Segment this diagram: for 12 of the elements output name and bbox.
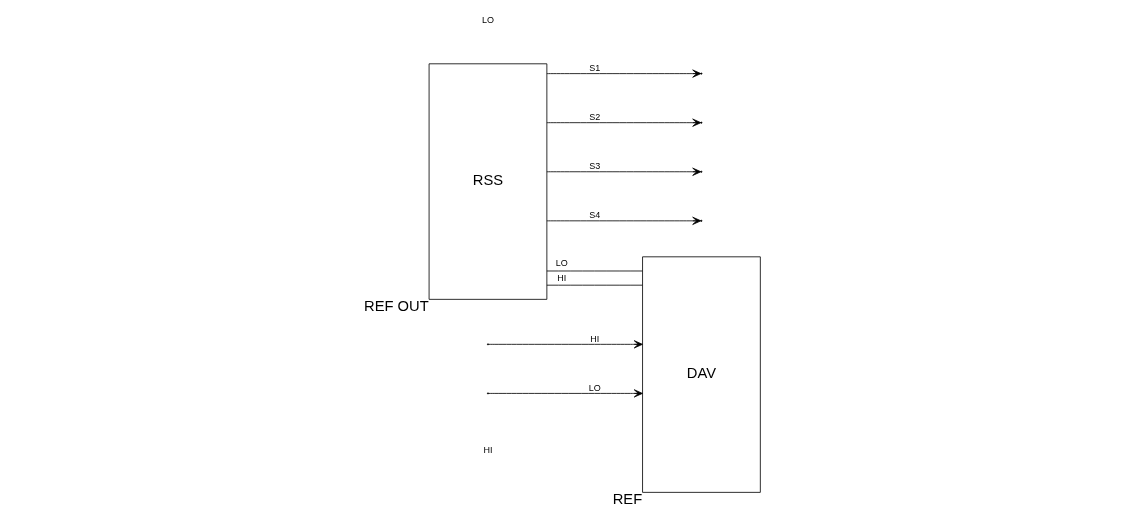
edge-label: S4 <box>588 209 600 220</box>
edge-label: S2 <box>588 111 600 122</box>
label: LO <box>481 14 494 25</box>
edge-label: LO <box>588 382 601 393</box>
node-label: REF <box>612 490 642 507</box>
label: HI <box>482 444 492 455</box>
edge-label: S1 <box>588 62 600 73</box>
edge-label: LO <box>555 257 568 268</box>
edge-label: HI <box>556 272 566 283</box>
edge-label: HI <box>589 333 599 344</box>
node-label: REF OUT <box>363 297 429 314</box>
edge-label: S3 <box>588 160 600 171</box>
